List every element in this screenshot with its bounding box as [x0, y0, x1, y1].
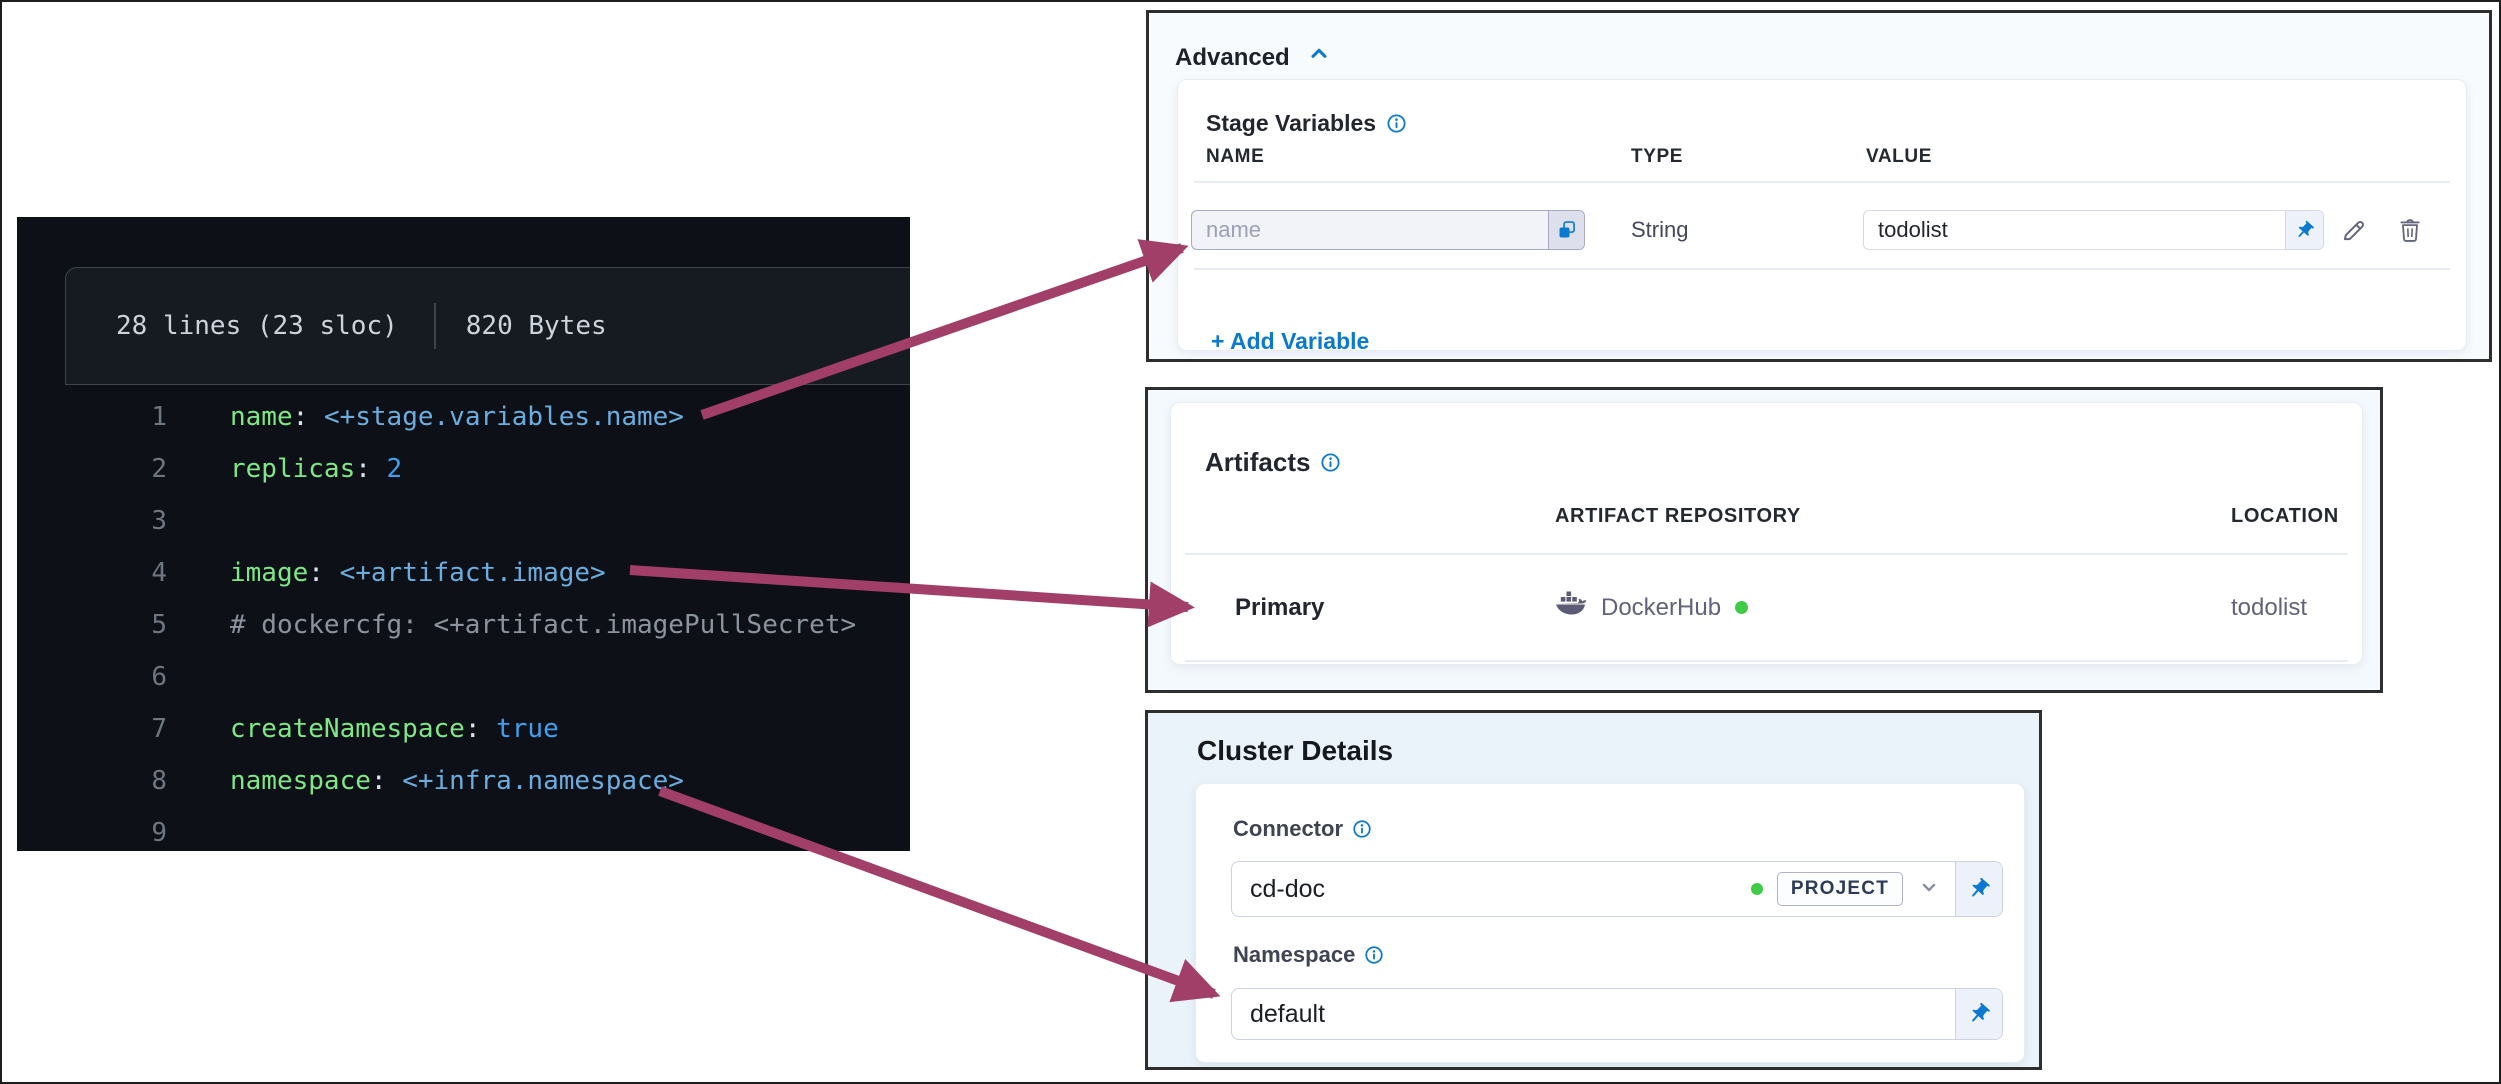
connector-input-controls: PROJECT: [1750, 862, 1955, 916]
connector-label-text: Connector: [1233, 816, 1343, 841]
artifact-location-cell: todolist: [2231, 593, 2308, 621]
code-text: # dockercfg: <+artifact.imagePullSecret>: [230, 610, 857, 640]
namespace-label-text: Namespace: [1233, 942, 1356, 967]
line-number: 9: [151, 818, 167, 848]
delete-icon[interactable]: [2394, 214, 2426, 246]
cluster-details-title: Cluster Details: [1197, 735, 1394, 766]
edit-icon[interactable]: [2338, 214, 2370, 246]
line-number: 3: [151, 506, 167, 536]
header-separator: [1185, 553, 2348, 555]
variable-name-placeholder: name: [1206, 217, 1262, 242]
cluster-details-card: Connector cd-doc PROJECT: [1195, 783, 2025, 1063]
pin-icon[interactable]: [2285, 211, 2323, 249]
status-dot: [1735, 601, 1749, 614]
line-number: 8: [151, 766, 167, 796]
cluster-details-panel: Cluster Details Connector cd-doc PROJECT: [1145, 710, 2042, 1070]
code-line: 9: [17, 807, 910, 851]
column-header-value: VALUE: [1866, 146, 1932, 167]
artifacts-panel: Artifacts ARTIFACT REPOSITORY LOCATION P…: [1145, 387, 2383, 693]
code-line: 1 name: <+stage.variables.name>: [17, 391, 910, 443]
variable-name-input[interactable]: name: [1191, 210, 1585, 250]
code-line: 5 # dockercfg: <+artifact.imagePullSecret…: [17, 599, 910, 651]
line-number: 5: [151, 610, 167, 640]
code-text: replicas: 2: [230, 454, 403, 484]
code-text: namespace: <+infra.namespace>: [230, 766, 684, 796]
code-viewer-panel: 28 lines (23 sloc) 820 Bytes 1 name: <+st…: [17, 217, 910, 851]
column-header-type: TYPE: [1631, 146, 1684, 167]
code-line: 3: [17, 495, 910, 547]
chevron-up-icon: [1306, 43, 1332, 72]
artifacts-heading: Artifacts: [1205, 447, 1341, 478]
line-number: 7: [151, 714, 167, 744]
code-text: image: <+artifact.image>: [230, 558, 606, 588]
file-size-stat: 820 Bytes: [465, 311, 607, 341]
scope-badge[interactable]: PROJECT: [1776, 872, 1903, 906]
line-number: 2: [151, 454, 167, 484]
variable-value-input[interactable]: todolist: [1863, 210, 2324, 250]
info-icon[interactable]: [1352, 819, 1372, 839]
connector-input[interactable]: cd-doc PROJECT: [1231, 861, 2003, 917]
artifact-row[interactable]: Primary: [1171, 555, 2362, 660]
copy-icon[interactable]: [1548, 211, 1584, 249]
namespace-value: default: [1250, 999, 1326, 1028]
row-separator: [1194, 268, 2450, 270]
advanced-panel: Advanced Stage Variables NAME TYPE VALUE…: [1146, 10, 2492, 362]
artifact-repository-name: DockerHub: [1601, 593, 1722, 621]
connector-value: cd-doc: [1250, 874, 1326, 903]
code-file-stats-bar: 28 lines (23 sloc) 820 Bytes: [65, 267, 910, 385]
code-text: createNamespace: true: [230, 714, 559, 744]
code-line: 6: [17, 651, 910, 703]
code-lines: 1 name: <+stage.variables.name> 2 replicas:…: [17, 391, 910, 851]
add-variable-button[interactable]: + Add Variable: [1211, 328, 1370, 354]
pin-icon[interactable]: [1955, 989, 2002, 1039]
row-separator: [1185, 660, 2348, 662]
code-text: [167, 495, 230, 547]
docker-whale-icon: [1555, 591, 1587, 624]
info-icon[interactable]: [1386, 113, 1407, 134]
artifacts-label: Artifacts: [1205, 447, 1311, 477]
code-text: [167, 651, 230, 703]
pin-icon[interactable]: [1955, 862, 2002, 916]
code-text: name: <+stage.variables.name>: [230, 402, 684, 432]
stage-variables-heading: Stage Variables: [1206, 110, 1407, 137]
column-header-location: LOCATION: [2231, 505, 2339, 527]
column-header-name: NAME: [1206, 146, 1265, 167]
artifact-primary-label: Primary: [1235, 593, 1325, 621]
namespace-label: Namespace: [1233, 942, 1384, 968]
stats-divider: [433, 303, 436, 349]
stage-variables-label: Stage Variables: [1206, 110, 1377, 136]
code-line: 2 replicas: 2: [17, 443, 910, 495]
status-dot: [1750, 883, 1763, 895]
connector-label: Connector: [1233, 816, 1372, 842]
namespace-input[interactable]: default: [1231, 988, 2003, 1040]
info-icon[interactable]: [1320, 452, 1341, 473]
stage-variables-card: Stage Variables NAME TYPE VALUE name Str…: [1177, 79, 2467, 354]
chevron-down-icon[interactable]: [1917, 875, 1941, 904]
line-number: 6: [151, 662, 167, 692]
line-number: 4: [151, 558, 167, 588]
header-separator: [1194, 181, 2450, 183]
code-text: [167, 807, 230, 851]
code-line: 8 namespace: <+infra.namespace>: [17, 755, 910, 807]
code-line: 4 image: <+artifact.image>: [17, 547, 910, 599]
line-number: 1: [151, 402, 167, 432]
column-header-artifact-repository: ARTIFACT REPOSITORY: [1555, 505, 1801, 527]
advanced-title: Advanced: [1175, 43, 1290, 71]
variable-value-text: todolist: [1878, 217, 1948, 242]
advanced-section-toggle[interactable]: Advanced: [1175, 43, 1332, 72]
artifacts-card: Artifacts ARTIFACT REPOSITORY LOCATION P…: [1170, 402, 2363, 665]
variable-type-cell: String: [1631, 217, 1689, 242]
artifact-repository-cell: DockerHub: [1555, 591, 1749, 624]
code-line: 7 createNamespace: true: [17, 703, 910, 755]
info-icon[interactable]: [1364, 945, 1384, 965]
line-count-stat: 28 lines (23 sloc): [116, 311, 398, 341]
